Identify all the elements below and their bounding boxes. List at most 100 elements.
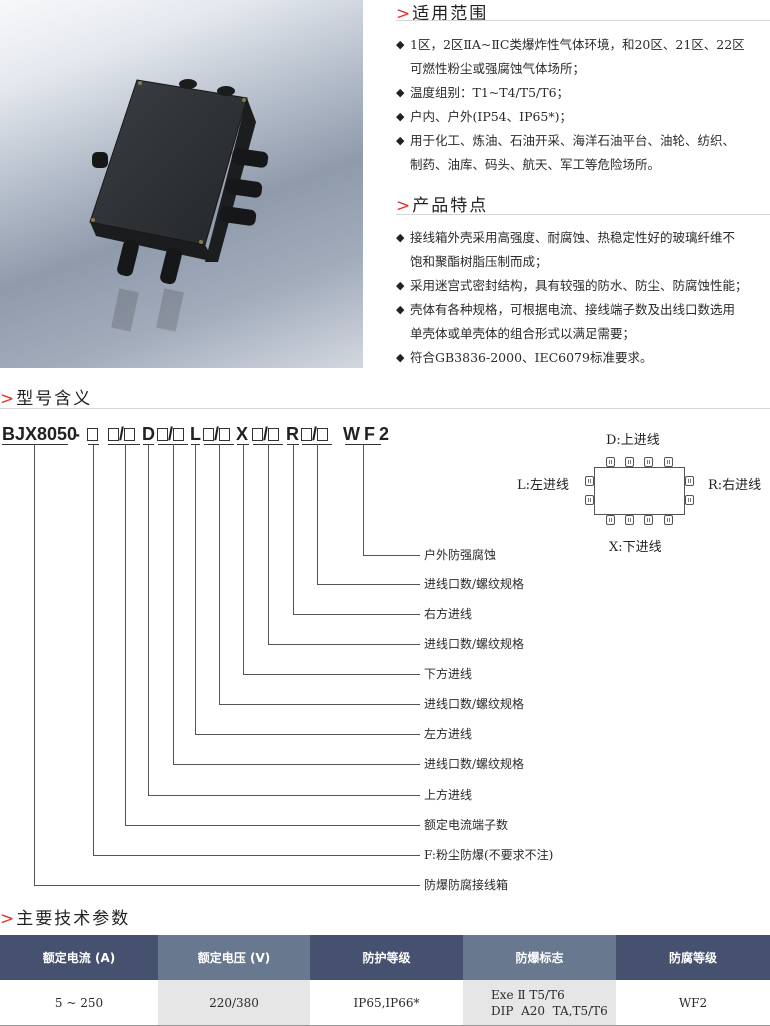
list-item: 温度组别：T1~T4/T5/T6； (396, 81, 745, 105)
leader-line (293, 614, 420, 615)
chevron-right-icon: > (396, 196, 411, 216)
cell-explosion-mark: Exe Ⅱ T5/T6 DIP A20 TA,T5/T6 (463, 980, 616, 1026)
leader-line (268, 444, 269, 644)
leader-line (195, 444, 196, 734)
leader-line (243, 674, 420, 675)
code-d-spec: / (157, 424, 185, 445)
leader-line (243, 444, 244, 674)
leader-line (93, 444, 94, 855)
leader-line (363, 444, 364, 555)
gland-icon (585, 495, 594, 505)
header-protection: 防护等级 (310, 935, 463, 980)
gland-icon (644, 515, 653, 525)
application-list: 1区，2区ⅡA~ⅡC类爆炸性气体环境，和20区、21区、22区 可燃性粉尘或强腐… (396, 33, 745, 177)
table-row: 5 ~ 250 220/380 IP65,IP66* Exe Ⅱ T5/T6 D… (0, 980, 770, 1026)
cell-voltage: 220/380 (158, 980, 310, 1026)
application-divider (396, 20, 770, 21)
chevron-right-icon: > (0, 389, 15, 409)
code-r: R (286, 424, 299, 444)
specs-table: 额定电流 (A) 额定电压 (V) 防护等级 防爆标志 防腐等级 5 ~ 250… (0, 935, 770, 1026)
chevron-right-icon: > (0, 909, 15, 929)
diagram-label-left: L:左进线 (517, 478, 570, 493)
diagram-label-bottom: X:下进线 (609, 540, 662, 555)
header-voltage: 额定电压 (V) (158, 935, 310, 980)
gland-icon (625, 457, 634, 467)
gland-icon (644, 457, 653, 467)
list-item: 用于化工、炼油、石油开采、海洋石油平台、油轮、纺织、 (396, 129, 745, 153)
code-x-spec: / (252, 424, 280, 445)
leader-line (293, 444, 294, 614)
leader-line (317, 584, 420, 585)
product-photo (0, 0, 363, 368)
gland-icon (664, 457, 673, 467)
header-anticorrosion: 防腐等级 (616, 935, 770, 980)
leader-line (93, 855, 420, 856)
code-wf2: WF2 (343, 424, 393, 444)
features-heading: >产品特点 (396, 196, 489, 216)
gland-icon (606, 515, 615, 525)
diagram-label-top: D:上进线 (606, 433, 660, 448)
leader-line (219, 704, 420, 705)
list-item-continuation: 单壳体或单壳体的组合形式以满足需要； (410, 326, 636, 341)
list-item-continuation: 饱和聚酯树脂压制而成； (410, 254, 548, 269)
explosion-mark-line: Exe Ⅱ T5/T6 (491, 987, 565, 1002)
legend-label: 上方进线 (424, 788, 473, 802)
application-heading: >适用范围 (396, 4, 489, 24)
cell-protection: IP65,IP66* (310, 980, 463, 1026)
list-item: 接线箱外壳采用高强度、耐腐蚀、热稳定性好的玻璃纤维不 (396, 226, 748, 250)
list-item: 壳体有各种规格，可根据电流、接线端子数及出线口数选用 (396, 298, 748, 322)
explosion-mark-line: DIP A20 TA,T5/T6 (491, 1003, 608, 1018)
leader-line (125, 444, 126, 825)
model-divider (0, 408, 770, 409)
specs-heading: >主要技术参数 (0, 909, 131, 929)
cell-current: 5 ~ 250 (0, 980, 158, 1026)
cell-anticorrosion: WF2 (616, 980, 770, 1026)
code-dash: - (74, 424, 80, 444)
diagram-label-right: R:右进线 (708, 478, 762, 493)
code-d: D (142, 424, 155, 444)
table-header-row: 额定电流 (A) 额定电压 (V) 防护等级 防爆标志 防腐等级 (0, 935, 770, 980)
legend-label: 进线口数/螺纹规格 (424, 577, 525, 591)
list-item-continuation: 可燃性粉尘或强腐蚀气体场所； (410, 61, 586, 76)
list-item: 户内、户外(IP54、IP65*)； (396, 105, 745, 129)
list-item: 符合GB3836-2000、IEC6079标准要求。 (396, 346, 748, 370)
underline (2, 444, 68, 445)
gland-icon (625, 515, 634, 525)
list-item-continuation: 制药、油库、码头、航天、军工等危险场所。 (410, 157, 661, 172)
chevron-right-icon: > (396, 4, 411, 24)
underline (108, 444, 140, 445)
leader-line (148, 795, 420, 796)
legend-label: 额定电流端子数 (424, 818, 509, 832)
code-series: BJX8050 (2, 424, 78, 444)
legend-label: F:粉尘防爆(不要求不注) (424, 848, 554, 862)
legend-label: 进线口数/螺纹规格 (424, 757, 525, 771)
list-item: 1区，2区ⅡA~ⅡC类爆炸性气体环境，和20区、21区、22区 (396, 33, 745, 57)
features-divider (396, 214, 770, 215)
gland-icon (685, 476, 694, 486)
code-dust-box (87, 424, 98, 445)
leader-line (34, 885, 420, 886)
leader-line (317, 444, 318, 584)
code-x: X (236, 424, 249, 444)
header-current: 额定电流 (A) (0, 935, 158, 980)
leader-line (268, 644, 420, 645)
legend-label: 户外防强腐蚀 (424, 548, 497, 562)
legend-label: 左方进线 (424, 727, 473, 741)
gland-icon (606, 457, 615, 467)
leader-line (219, 444, 220, 704)
features-list: 接线箱外壳采用高强度、耐腐蚀、热稳定性好的玻璃纤维不 饱和聚酯树脂压制而成； 采… (396, 226, 748, 370)
gland-icon (664, 515, 673, 525)
list-item: 采用迷宫式密封结构，具有较强的防水、防尘、防腐蚀性能； (396, 274, 748, 298)
legend-label: 下方进线 (424, 667, 473, 681)
gland-icon (585, 476, 594, 486)
legend-label: 进线口数/螺纹规格 (424, 697, 525, 711)
leader-line (173, 444, 174, 764)
legend-label: 防爆防腐接线箱 (424, 878, 509, 892)
junction-box-image (89, 79, 269, 332)
code-l-spec: / (203, 424, 231, 445)
code-terminals: / (108, 424, 136, 445)
code-r-spec: / (301, 424, 329, 445)
leader-line (173, 764, 420, 765)
leader-line (148, 444, 149, 795)
gland-icon (685, 495, 694, 505)
